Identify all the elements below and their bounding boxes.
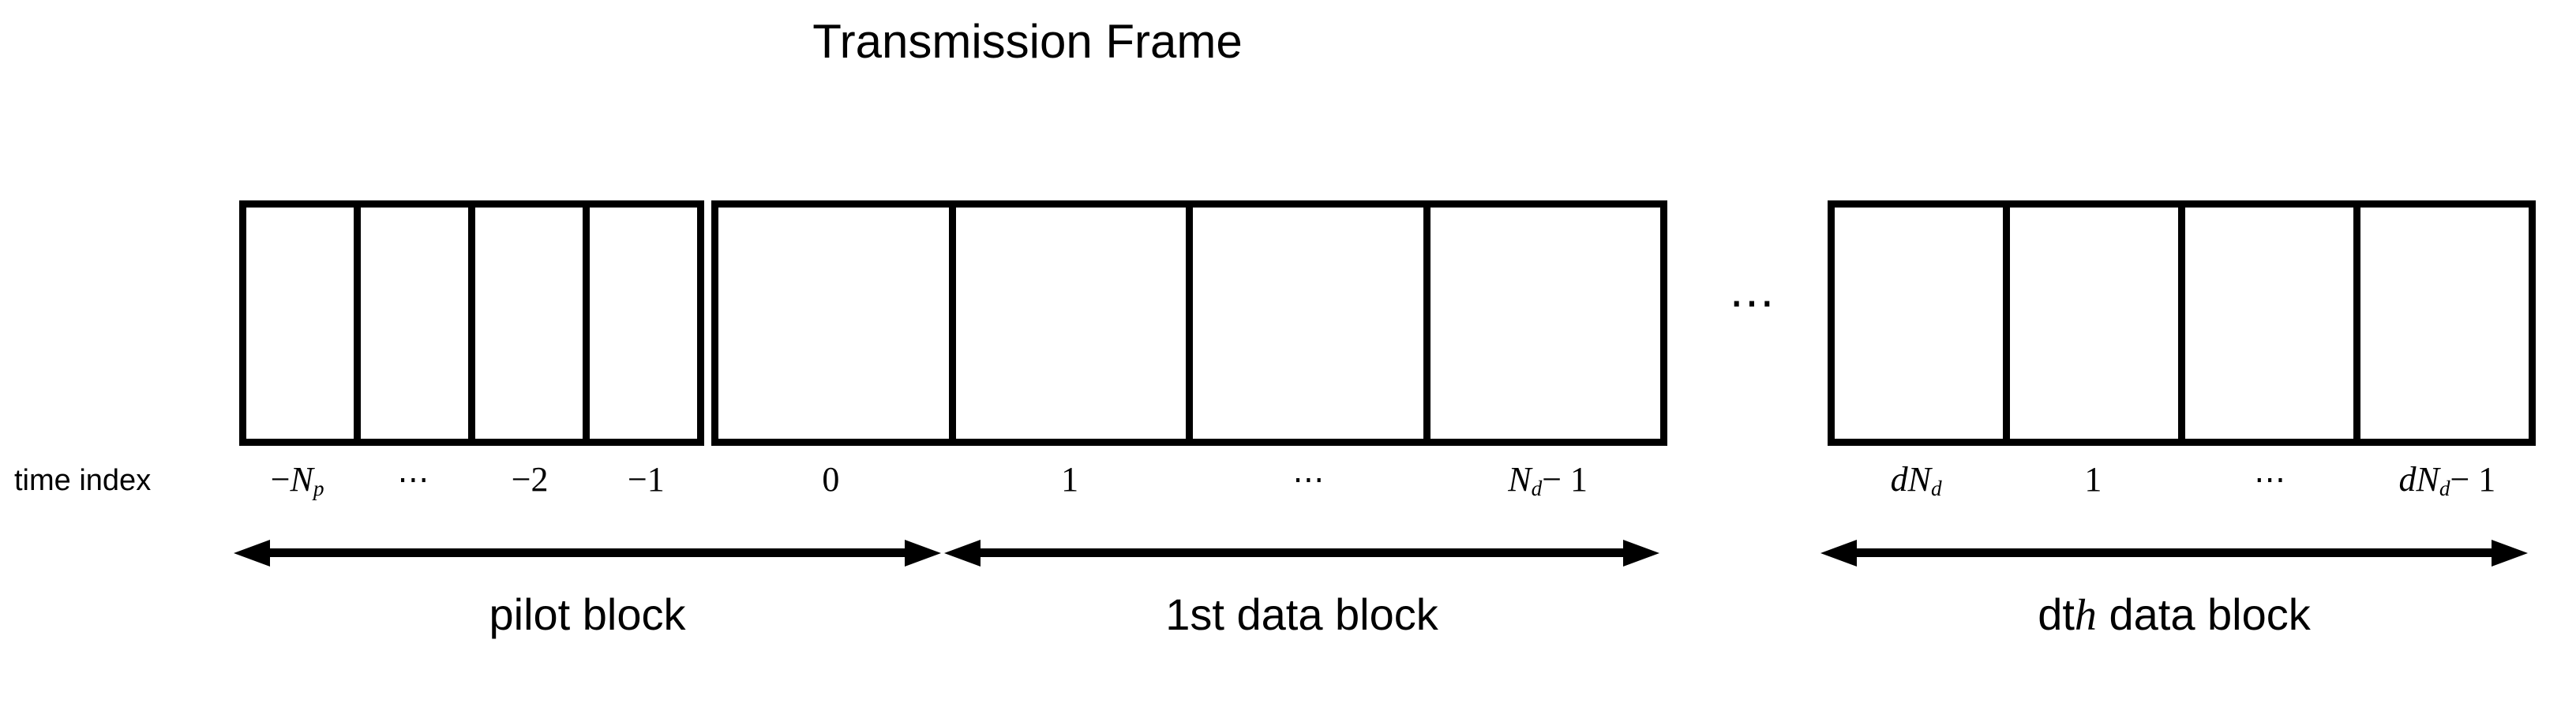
index-variable: N xyxy=(2416,460,2439,499)
index-prefix: d xyxy=(2398,460,2417,499)
group-gap-ellipsis: ⋯ xyxy=(1729,277,1776,328)
caption-italic-variable: h xyxy=(2074,591,2097,640)
page-title: Transmission Frame xyxy=(0,13,2576,71)
cell-datad-2 xyxy=(2010,208,2178,439)
index-label-datad-2: ⋯ xyxy=(2182,458,2359,502)
index-prefix: − xyxy=(270,460,291,499)
index-label-data1-0: 0 xyxy=(711,458,951,502)
index-value: 1 xyxy=(1061,460,1079,499)
index-suffix: − 1 xyxy=(1542,460,1588,499)
double-headed-arrow-icon xyxy=(944,540,1659,567)
first-data-block-caption: 1st data block xyxy=(1165,589,1438,639)
cell-data1-4 xyxy=(1430,208,1660,439)
index-value: −1 xyxy=(627,460,665,499)
cell-pilot-1 xyxy=(246,208,354,439)
dth-data-block-cells xyxy=(1828,200,2536,446)
double-headed-arrow-icon xyxy=(234,540,941,567)
caption-suffix: data block xyxy=(2096,589,2311,639)
index-value: −2 xyxy=(511,460,549,499)
index-label-datad-1: 1 xyxy=(2004,458,2181,502)
cell-data1-2 xyxy=(955,208,1186,439)
caption-prefix: dt xyxy=(2038,589,2075,639)
cell-datad-3 xyxy=(2185,208,2353,439)
index-label-data1-1: 1 xyxy=(951,458,1190,502)
index-prefix: d xyxy=(1890,460,1908,499)
cell-datad-1 xyxy=(1835,208,2003,439)
pilot-block-span-arrow xyxy=(234,540,941,567)
first-data-block-cells xyxy=(711,200,1667,446)
double-headed-arrow-icon xyxy=(1820,540,2528,567)
index-value: 0 xyxy=(822,460,840,499)
index-label-data1-2: ⋯ xyxy=(1190,458,1429,502)
index-ellipsis: ⋯ xyxy=(1292,462,1325,497)
cell-pilot-4 xyxy=(590,208,697,439)
page-title-text: Transmission Frame xyxy=(812,15,1243,68)
index-suffix: − 1 xyxy=(2450,460,2496,499)
index-variable: N xyxy=(290,460,313,499)
cell-datad-4 xyxy=(2360,208,2529,439)
pilot-block-cells xyxy=(239,200,704,446)
time-index-label: time index xyxy=(14,464,152,497)
dth-data-block-span-arrow xyxy=(1820,540,2528,567)
index-value: 1 xyxy=(2084,460,2102,499)
pilot-block-caption: pilot block xyxy=(489,589,686,639)
index-label-pilot-2: −2 xyxy=(472,458,588,502)
index-ellipsis: ⋯ xyxy=(397,462,430,497)
index-ellipsis: ⋯ xyxy=(2254,462,2287,497)
cell-data1-3 xyxy=(1193,208,1423,439)
dth-data-block-caption: dth data block xyxy=(1820,584,2528,646)
first-data-block-span-arrow xyxy=(944,540,1659,567)
index-variable: N xyxy=(1907,460,1931,499)
cell-data1-1 xyxy=(718,208,949,439)
index-label-pilot-1: ⋯ xyxy=(355,458,471,502)
index-variable: N xyxy=(1508,460,1532,499)
cell-pilot-3 xyxy=(475,208,583,439)
cell-pilot-2 xyxy=(361,208,468,439)
index-label-pilot-3: −1 xyxy=(588,458,704,502)
